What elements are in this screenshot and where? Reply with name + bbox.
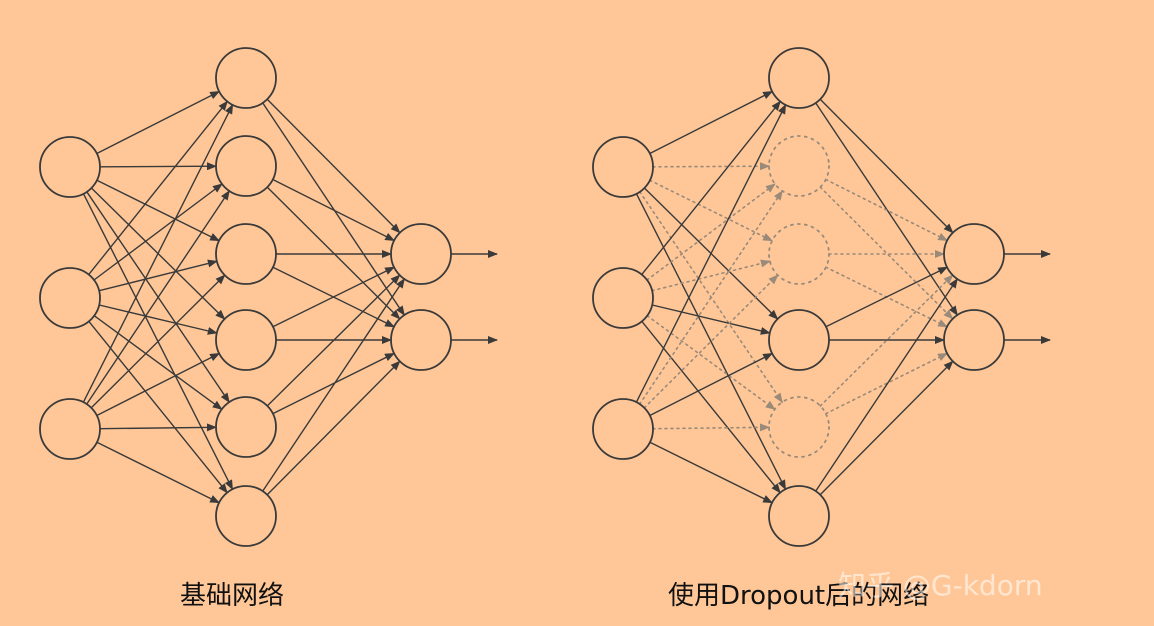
connection-edge — [825, 352, 948, 415]
connection-edge — [819, 186, 954, 320]
connection-edge — [649, 352, 774, 417]
output-neuron — [390, 309, 452, 371]
hidden-neuron — [215, 135, 277, 197]
connection-edge — [272, 178, 396, 242]
basic-network-caption: 基础网络 — [180, 581, 285, 611]
input-neuron — [39, 267, 101, 329]
hidden-neuron — [215, 485, 277, 547]
connection-edge — [266, 98, 401, 234]
connection-edge — [819, 274, 954, 407]
connection-edge — [272, 266, 395, 328]
connection-edge — [649, 441, 773, 504]
connection-edge — [96, 441, 220, 504]
connection-edge — [651, 259, 771, 292]
dropout-network-caption: 使用Dropout后的网络 — [668, 581, 930, 611]
input-neuron — [39, 136, 101, 198]
connection-edge — [96, 179, 220, 242]
connection-edge — [98, 259, 218, 292]
connection-edge — [96, 90, 221, 155]
connection-edge — [88, 320, 228, 494]
hidden-neuron — [215, 396, 277, 458]
hidden-neuron — [768, 485, 830, 547]
connection-edge — [82, 103, 234, 403]
connection-edge — [651, 304, 771, 335]
connection-edge — [262, 102, 405, 316]
connection-edge — [649, 90, 774, 155]
connection-edge — [646, 183, 776, 281]
dropped-hidden-neuron — [768, 396, 830, 458]
connection-edge — [825, 266, 948, 328]
output-neuron — [943, 309, 1005, 371]
connection-edge — [93, 315, 223, 410]
connection-edge — [646, 314, 776, 411]
connection-edge — [87, 100, 229, 276]
input-neuron — [592, 398, 654, 460]
output-neuron — [390, 223, 452, 285]
hidden-neuron — [215, 223, 277, 285]
connection-edge — [266, 274, 401, 407]
connection-edge — [96, 352, 221, 417]
connection-edge — [99, 162, 217, 171]
connection-edge — [85, 190, 231, 405]
dropped-hidden-neuron — [768, 223, 830, 285]
dropped-hidden-neuron — [768, 135, 830, 197]
connection-edge — [652, 423, 770, 432]
watermark: 知乎 @G-kdorn — [838, 569, 1043, 602]
connection-edge — [824, 178, 949, 242]
connection-edge — [98, 304, 218, 335]
hidden-neuron — [215, 47, 277, 109]
hidden-neuron — [768, 309, 830, 371]
connection-edge — [641, 100, 781, 276]
connection-edge — [90, 274, 226, 409]
connection-edge — [815, 278, 958, 492]
connection-edge — [641, 320, 781, 494]
connection-edge — [815, 102, 958, 316]
input-neuron — [592, 267, 654, 329]
connection-edge — [643, 274, 779, 409]
connection-edge — [272, 352, 395, 415]
connection-edge — [266, 360, 401, 496]
connection-edge — [638, 190, 784, 405]
connection-edge — [649, 179, 773, 242]
hidden-neuron — [215, 309, 277, 371]
connection-edge — [99, 423, 217, 432]
connection-edge — [93, 183, 223, 281]
dropout-network — [592, 47, 1051, 547]
output-neuron — [943, 223, 1005, 285]
input-neuron — [592, 136, 654, 198]
connection-edge — [262, 278, 405, 492]
input-neuron — [39, 398, 101, 460]
connection-edge — [819, 360, 954, 496]
connection-edge — [635, 103, 787, 403]
connection-edge — [266, 186, 401, 320]
connection-edge — [635, 193, 787, 491]
connection-edge — [652, 162, 770, 171]
connection-edge — [819, 98, 954, 234]
basic-network — [39, 47, 498, 547]
hidden-neuron — [768, 47, 830, 109]
